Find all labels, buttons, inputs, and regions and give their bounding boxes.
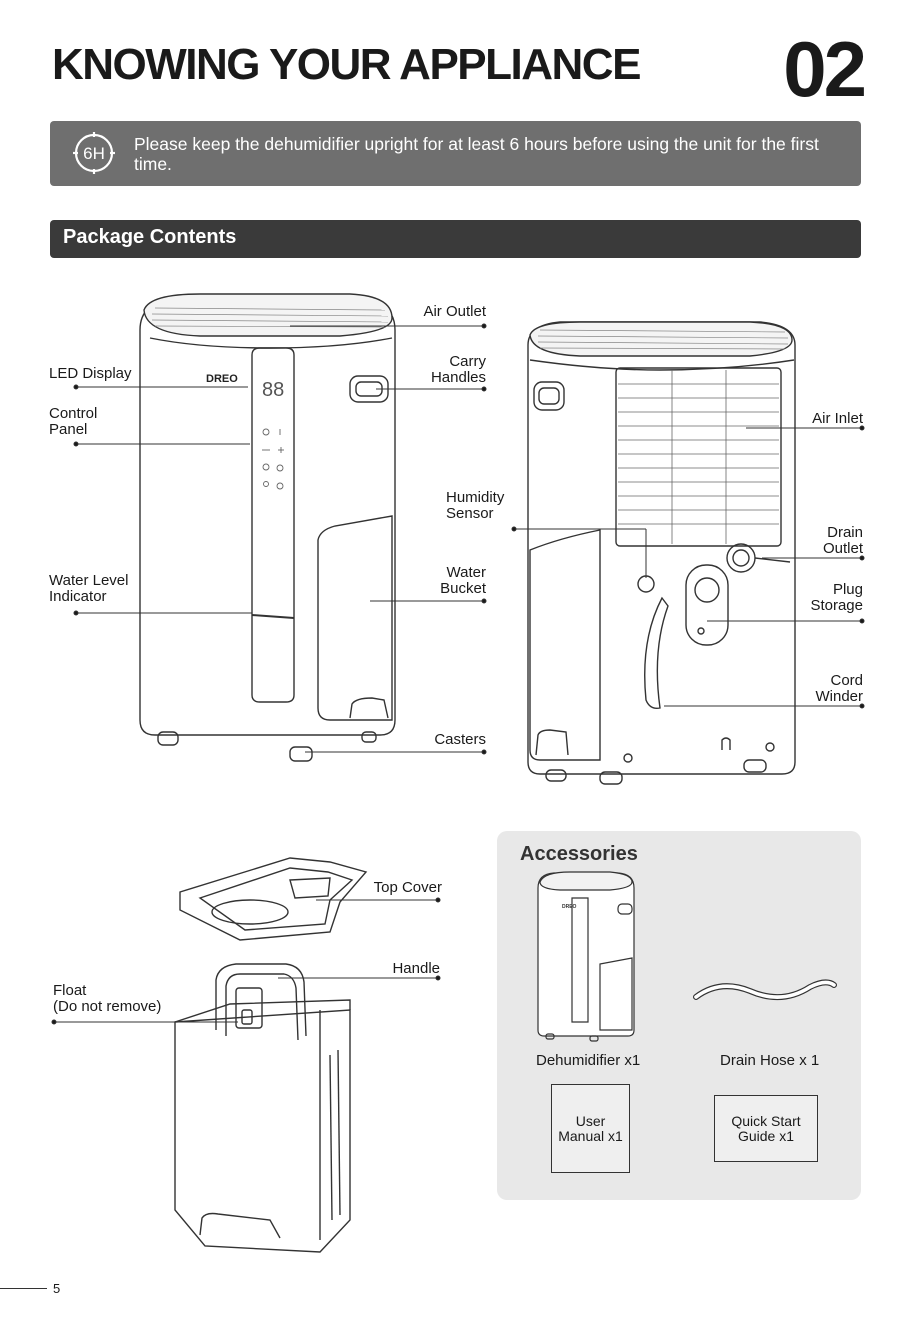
front-view-illustration: 88 DREO: [73, 293, 487, 762]
page-title: KNOWING YOUR APPLIANCE: [52, 40, 641, 89]
drain-hose-thumbnail: [693, 979, 837, 1001]
quick-start-guide-box: Quick Start Guide x1: [714, 1095, 818, 1162]
label-carry-handles: Carry Handles: [430, 353, 486, 386]
label-handle: Handle: [392, 960, 440, 977]
label-cord-winder: Cord Winder: [815, 672, 863, 705]
notice-banner: 6H Please keep the dehumidifier upright …: [50, 121, 861, 186]
section-title: Package Contents: [63, 226, 237, 248]
label-drain-outlet: Drain Outlet: [822, 524, 863, 557]
label-dehumidifier-x1: Dehumidifier x1: [536, 1052, 641, 1069]
label-control-panel: Control Panel: [49, 405, 98, 438]
label-humidity-sensor: Humidity Sensor: [446, 489, 505, 522]
notice-text: Please keep the dehumidifier upright for…: [134, 134, 819, 174]
label-air-inlet: Air Inlet: [812, 410, 863, 427]
label-led-display: LED Display: [49, 365, 132, 382]
clock-6h-icon: 6H: [73, 132, 115, 174]
badge-text: 6H: [83, 144, 105, 163]
back-view-illustration: [511, 321, 865, 785]
brand-logo: DREO: [206, 373, 238, 385]
label-float: Float (Do not remove): [53, 982, 162, 1015]
svg-text:88: 88: [262, 379, 284, 401]
section-header: Package Contents: [50, 220, 861, 258]
user-manual-box: User Manual x1: [551, 1084, 630, 1173]
label-top-cover: Top Cover: [373, 879, 442, 896]
label-water-bucket: Water Bucket: [440, 564, 486, 597]
dehumidifier-thumbnail: DREO: [537, 871, 635, 1042]
label-casters: Casters: [434, 731, 486, 748]
label-plug-storage: Plug Storage: [810, 581, 863, 614]
label-water-level-indicator: Water Level Indicator: [49, 572, 129, 605]
svg-text:DREO: DREO: [562, 904, 577, 910]
bucket-illustration: [51, 857, 441, 1253]
footer-rule: [0, 1288, 47, 1289]
label-drain-hose: Drain Hose x 1: [720, 1052, 820, 1069]
page-number: 5: [53, 1281, 61, 1296]
chapter-number: 02: [783, 25, 867, 113]
label-air-outlet: Air Outlet: [423, 303, 486, 320]
accessories-title: Accessories: [520, 843, 638, 865]
